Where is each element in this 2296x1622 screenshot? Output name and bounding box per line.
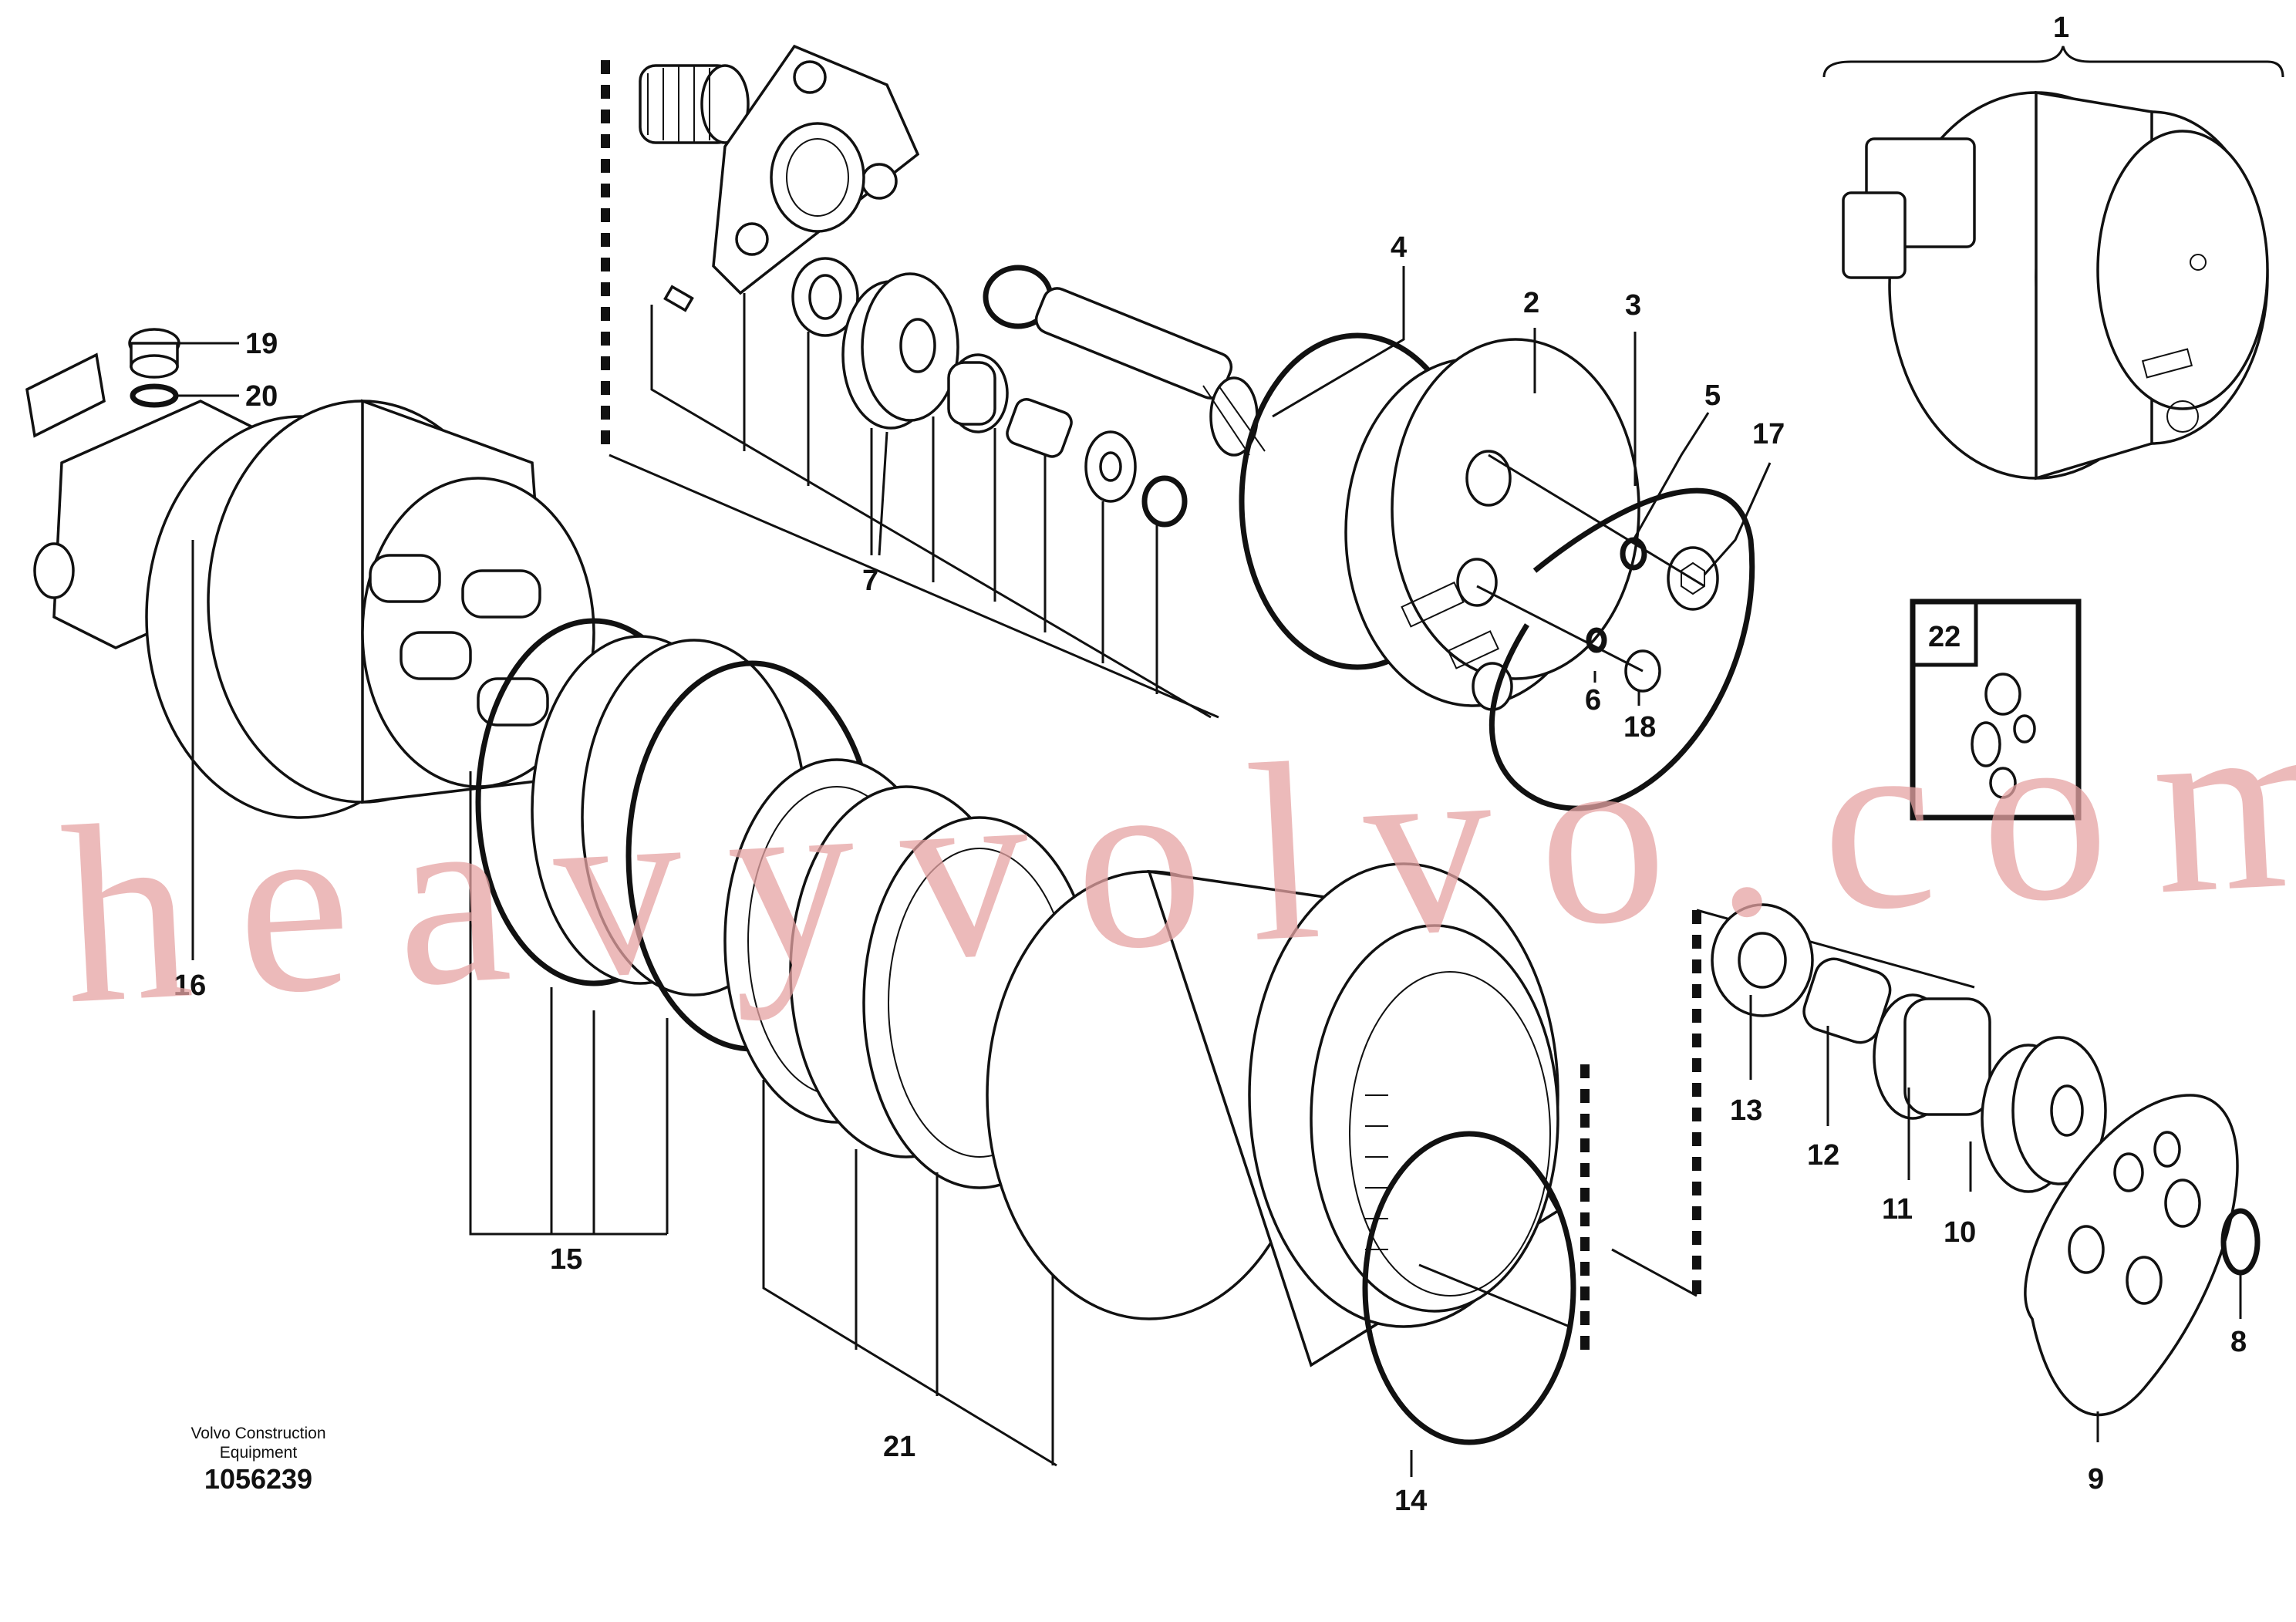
label-7: 7 xyxy=(862,565,878,597)
cover-group xyxy=(1239,266,1772,811)
part-o-ring-20 xyxy=(130,383,179,408)
lower-planet-group xyxy=(1611,903,2261,1442)
drawing-number: 1056239 xyxy=(204,1463,312,1495)
part-drive-shaft xyxy=(1034,287,1266,457)
label-19: 19 xyxy=(245,328,278,360)
complete-assembly-1 xyxy=(1822,46,2284,481)
leaders-lower-right xyxy=(1749,995,2242,1442)
part-carrier-plate-9 xyxy=(2024,1094,2239,1417)
label-15: 15 xyxy=(550,1243,582,1276)
label-5: 5 xyxy=(1704,379,1721,412)
part-plug-19 xyxy=(128,328,180,379)
label-12: 12 xyxy=(1807,1139,1839,1172)
upper-shaft-group xyxy=(601,44,1266,719)
hydraulic-motor-16 xyxy=(25,328,595,960)
seal-kit-box-22 xyxy=(1910,599,2082,821)
label-20: 20 xyxy=(245,380,278,413)
label-16: 16 xyxy=(174,969,206,1002)
part-small-gear-top xyxy=(639,64,750,144)
leaders-cover xyxy=(1272,266,1772,706)
callout-labels: 1 2 3 4 5 6 7 8 9 10 11 12 13 14 15 16 1… xyxy=(174,12,2247,1517)
label-17: 17 xyxy=(1752,418,1785,450)
label-10: 10 xyxy=(1944,1216,1976,1249)
part-washer-upper xyxy=(791,257,859,337)
label-9: 9 xyxy=(2088,1463,2104,1496)
label-11: 11 xyxy=(1882,1193,1913,1226)
bracket-1 xyxy=(1822,46,2284,78)
footer-block: Volvo Construction Equipment 1056239 xyxy=(190,1425,325,1495)
part-snap-ring-8 xyxy=(2220,1208,2261,1276)
part-motor-ports xyxy=(369,554,549,727)
part-snap-ring-14 xyxy=(1362,1131,1576,1477)
label-1: 1 xyxy=(2053,12,2069,44)
label-3: 3 xyxy=(1625,289,1641,322)
part-washer-13 xyxy=(1711,903,1814,1017)
label-22: 22 xyxy=(1928,621,1961,653)
part-thrust-washer xyxy=(1084,430,1137,503)
part-gear-11 xyxy=(1873,993,1991,1120)
part-gear-10 xyxy=(1981,1036,2107,1193)
part-triangular-flange xyxy=(712,44,920,295)
part-ring-small-upper xyxy=(1141,475,1188,528)
company-line-2: Equipment xyxy=(220,1444,298,1462)
leaders-upper-group xyxy=(650,293,1158,694)
label-8: 8 xyxy=(2230,1326,2247,1358)
label-4: 4 xyxy=(1391,231,1407,264)
part-bushing-12 xyxy=(1802,957,1892,1044)
label-13: 13 xyxy=(1730,1094,1762,1127)
label-18: 18 xyxy=(1623,711,1656,744)
part-pin xyxy=(663,285,694,312)
hub-housing xyxy=(986,862,1590,1367)
cover-axis-lines xyxy=(1476,454,1705,673)
part-small-gear-mid xyxy=(947,353,1009,433)
part-bushing-upper xyxy=(1006,398,1073,458)
part-cover-plate-2 xyxy=(1344,338,1640,711)
part-large-gear-7 xyxy=(841,272,959,430)
company-line-1: Volvo Construction xyxy=(190,1425,325,1442)
part-o-ring-6 xyxy=(1586,627,1607,653)
part-snap-ring-3 xyxy=(1489,487,1755,811)
label-6: 6 xyxy=(1585,684,1601,717)
label-2: 2 xyxy=(1523,287,1539,319)
label-21: 21 xyxy=(883,1431,915,1463)
part-label-plate xyxy=(25,352,106,438)
label-14: 14 xyxy=(1394,1485,1427,1517)
